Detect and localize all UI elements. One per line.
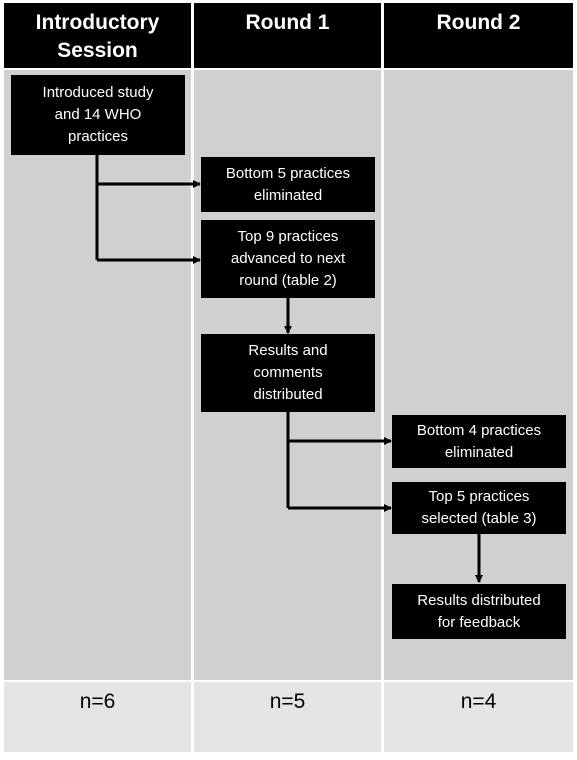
box-top9-line2: advanced to next (230, 250, 346, 267)
header-intro-line1: Introductory (35, 11, 160, 34)
box-bottom-5-eliminated: Bottom 5 practices eliminated (201, 157, 375, 212)
box-top9-line3: round (table 2) (239, 272, 337, 289)
box-results1-line1: Results and (248, 342, 328, 359)
box-results2-line2: for feedback (437, 613, 521, 631)
box-bottom4-line2: eliminated (444, 443, 514, 461)
header-introductory-session: Introductory Session (4, 3, 191, 68)
box-top-9-advanced: Top 9 practices advanced to next round (… (201, 220, 375, 298)
header-round-2: Round 2 (384, 3, 573, 68)
box-intro-line3: practices (67, 128, 129, 145)
box-results1-line2: comments (253, 364, 323, 381)
box-results2-line1: Results distributed (417, 591, 541, 609)
box-top5-line1: Top 5 practices (428, 488, 530, 505)
column-introductory (4, 70, 191, 680)
header-round-1-label: Round 1 (245, 11, 330, 34)
box-intro-line2: and 14 WHO (54, 106, 142, 123)
box-bottom5-line2: eliminated (253, 186, 323, 204)
header-round-1: Round 1 (194, 3, 381, 68)
footer-n-round-2: n=4 (384, 682, 573, 752)
box-results-comments-distributed: Results and comments distributed (201, 334, 375, 412)
box-bottom5-line1: Bottom 5 practices (225, 164, 351, 182)
footer-n-introductory-value: n=6 (79, 690, 116, 713)
box-top-5-selected: Top 5 practices selected (table 3) (392, 482, 566, 534)
footer-n-round-1-value: n=5 (269, 690, 306, 713)
box-introduced-study: Introduced study and 14 WHO practices (11, 75, 185, 155)
box-results-distributed-feedback: Results distributed for feedback (392, 584, 566, 639)
box-top5-line2: selected (table 3) (421, 510, 537, 527)
box-intro-line1: Introduced study (42, 84, 154, 101)
header-intro-line2: Session (57, 39, 138, 62)
box-bottom-4-eliminated: Bottom 4 practices eliminated (392, 415, 566, 468)
box-top9-line1: Top 9 practices (237, 228, 339, 245)
box-results1-line3: distributed (253, 386, 323, 403)
footer-n-round-1: n=5 (194, 682, 381, 752)
footer-n-round-2-value: n=4 (460, 690, 497, 713)
box-bottom4-line1: Bottom 4 practices (416, 421, 542, 439)
footer-n-introductory: n=6 (4, 682, 191, 752)
header-round-2-label: Round 2 (436, 11, 521, 34)
